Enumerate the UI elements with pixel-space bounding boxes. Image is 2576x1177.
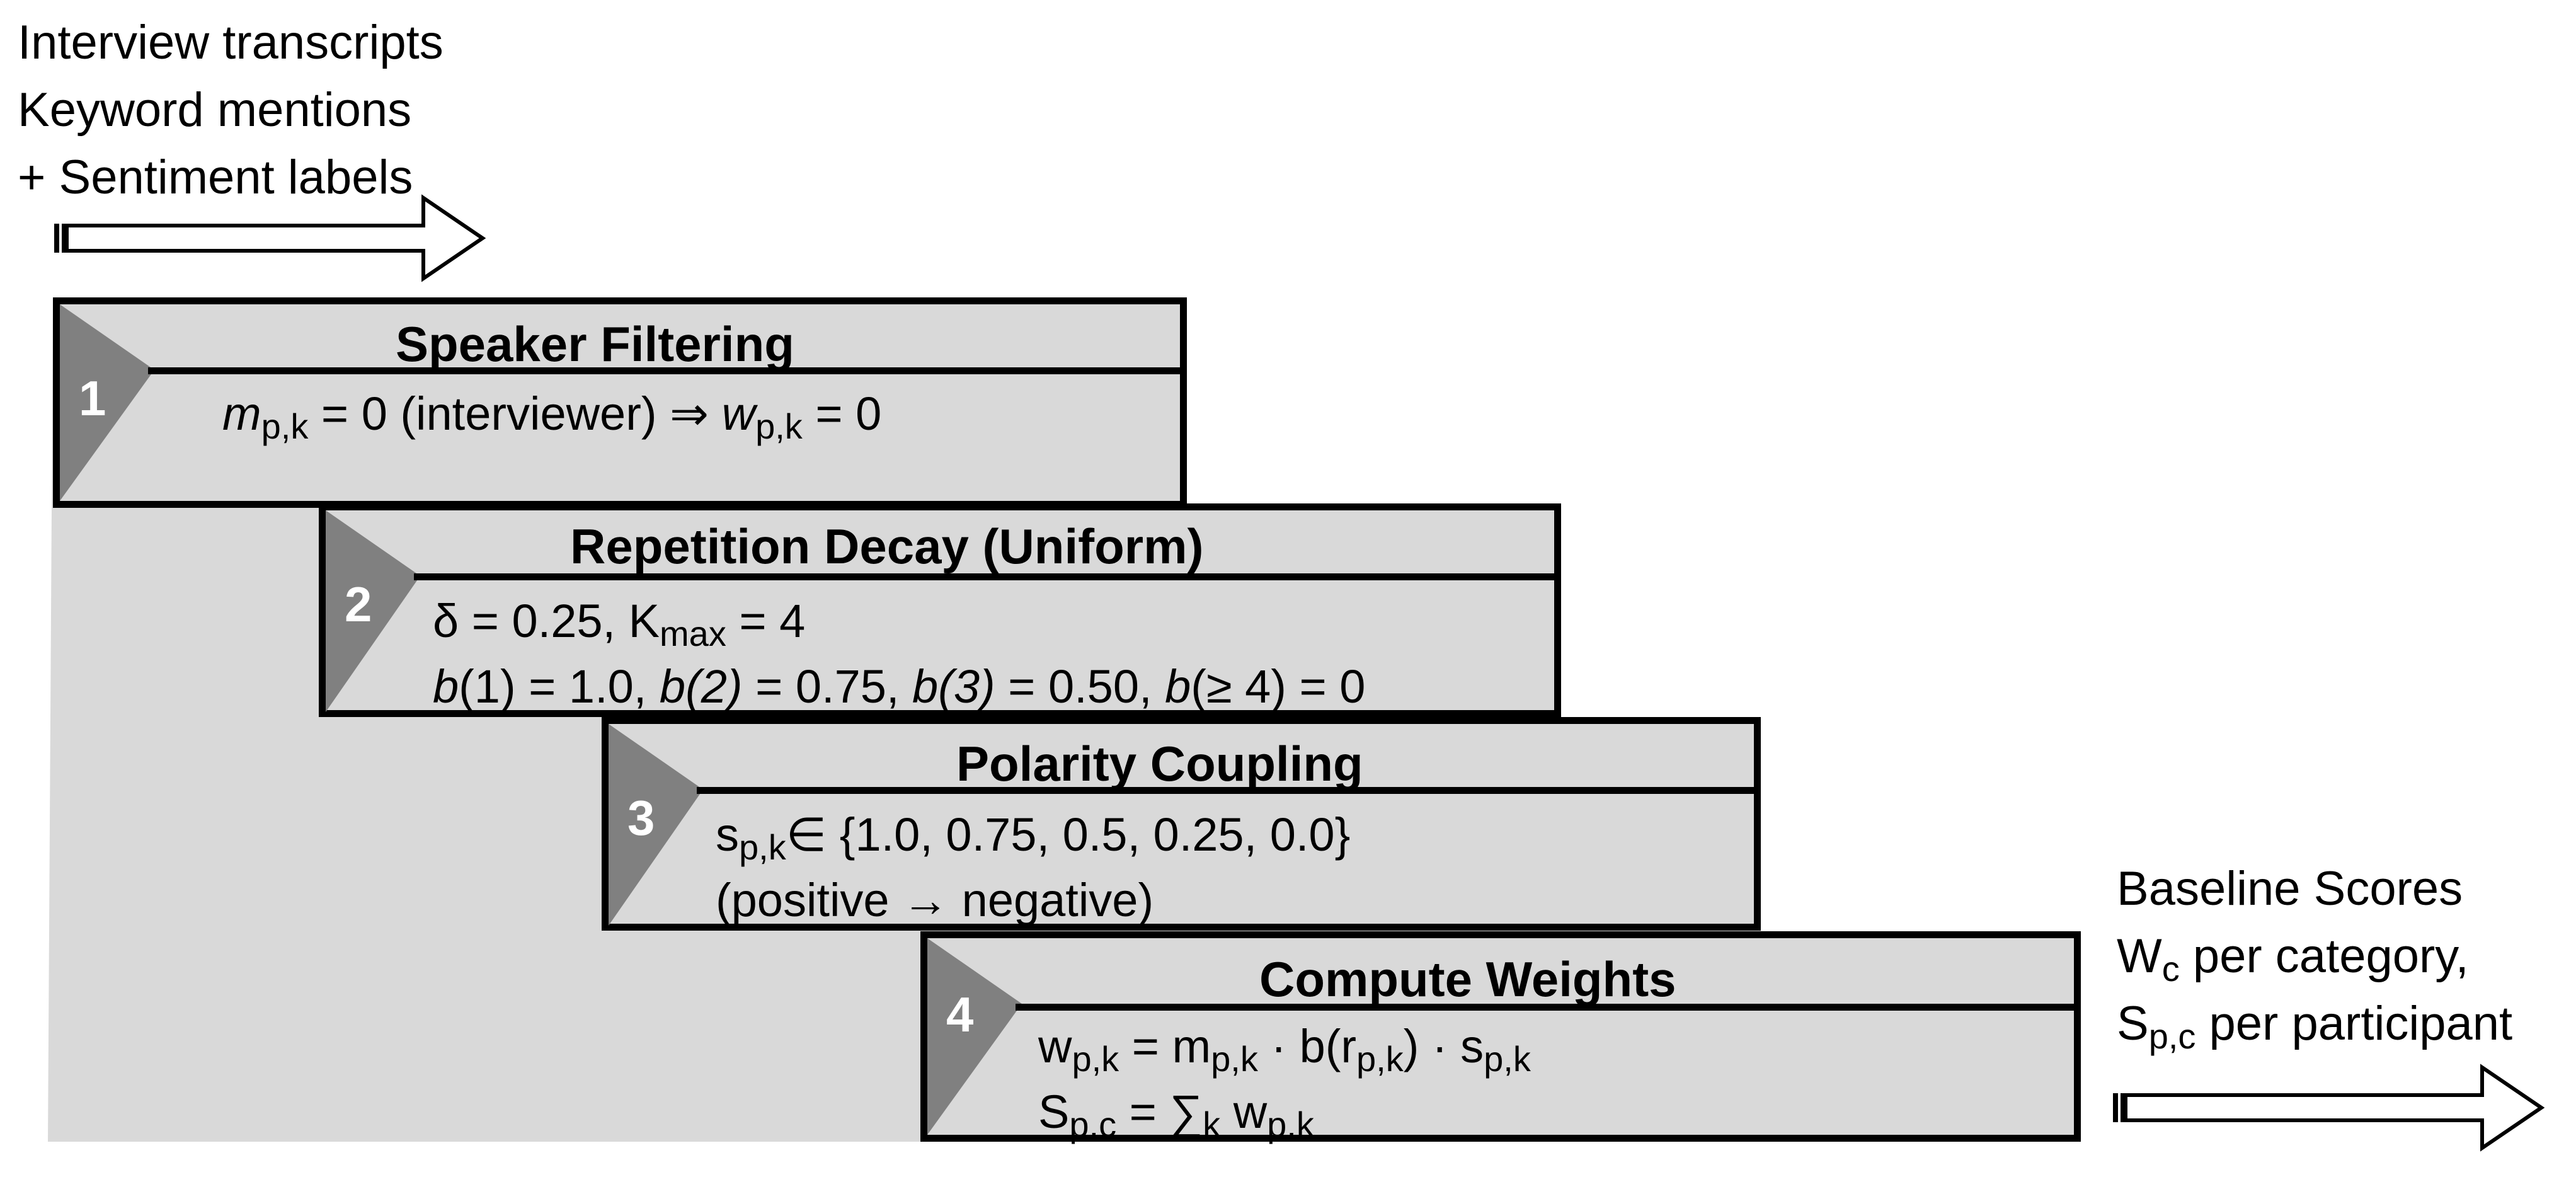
step-3-line-1: sp,k∈ {1.0, 0.75, 0.5, 0.25, 0.0} bbox=[716, 808, 1351, 867]
step-4-line-2: Sp,c = ∑k wp,k bbox=[1038, 1086, 1314, 1144]
step-1-title: Speaker Filtering bbox=[396, 316, 794, 372]
step-1-triangle bbox=[60, 304, 154, 501]
input-labels: Interview transcripts Keyword mentions +… bbox=[18, 9, 444, 211]
step-2-number: 2 bbox=[345, 577, 372, 632]
step-2-parameters: δ = 0.25, Kmax = 4 b(1) = 1.0, b(2) = 0.… bbox=[433, 588, 1365, 720]
step-4-compute-weights: 4 Compute Weights wp,k = mp,k · b(rp,k) … bbox=[920, 931, 2081, 1142]
step-2-triangle bbox=[326, 510, 420, 712]
input-arrow bbox=[54, 194, 486, 282]
output-arrow bbox=[2113, 1064, 2545, 1152]
step-1-divider bbox=[148, 367, 1180, 374]
step-4-triangle bbox=[927, 938, 1022, 1135]
input-label-transcripts: Interview transcripts bbox=[18, 16, 444, 69]
step-3-polarity-coupling: 3 Polarity Coupling sp,k∈ {1.0, 0.75, 0.… bbox=[602, 717, 1761, 931]
step-2-divider bbox=[414, 573, 1554, 580]
step-4-line-1: wp,k = mp,k · b(rp,k) · sp,k bbox=[1038, 1020, 1531, 1079]
step-3-title: Polarity Coupling bbox=[956, 736, 1363, 791]
step-4-number: 4 bbox=[946, 987, 974, 1042]
output-label-category: Wc per category, bbox=[2117, 929, 2469, 989]
step-4-formulas: wp,k = mp,k · b(rp,k) · sp,k Sp,c = ∑k w… bbox=[1038, 1014, 1531, 1145]
step-1-formula: mp,k = 0 (interviewer) ⇒ wp,k = 0 bbox=[222, 388, 882, 446]
step-2-line-1: δ = 0.25, Kmax = 4 bbox=[433, 595, 806, 653]
step-3-triangle bbox=[609, 724, 703, 926]
step-3-line-2: (positive → negative) bbox=[716, 874, 1154, 926]
step-3-number: 3 bbox=[627, 790, 655, 846]
step-2-line-2: b(1) = 1.0, b(2) = 0.75, b(3) = 0.50, b(… bbox=[433, 660, 1366, 713]
input-label-keywords: Keyword mentions bbox=[18, 83, 412, 137]
output-labels: Baseline Scores Wc per category, Sp,c pe… bbox=[2117, 855, 2512, 1057]
step-4-divider bbox=[1016, 1004, 2074, 1011]
output-label-participant: Sp,c per participant bbox=[2117, 997, 2513, 1056]
output-label-baseline: Baseline Scores bbox=[2117, 862, 2463, 916]
step-3-divider bbox=[697, 787, 1754, 794]
input-label-sentiment: + Sentiment labels bbox=[18, 151, 413, 204]
step-2-repetition-decay: 2 Repetition Decay (Uniform) δ = 0.25, K… bbox=[319, 503, 1561, 717]
step-4-title: Compute Weights bbox=[1259, 951, 1676, 1007]
step-1-speaker-filtering: 1 Speaker Filtering mp,k = 0 (interviewe… bbox=[53, 297, 1187, 508]
step-1-number: 1 bbox=[79, 370, 106, 426]
step-3-values: sp,k∈ {1.0, 0.75, 0.5, 0.25, 0.0} (posit… bbox=[716, 802, 1350, 933]
step-2-title: Repetition Decay (Uniform) bbox=[570, 519, 1204, 574]
